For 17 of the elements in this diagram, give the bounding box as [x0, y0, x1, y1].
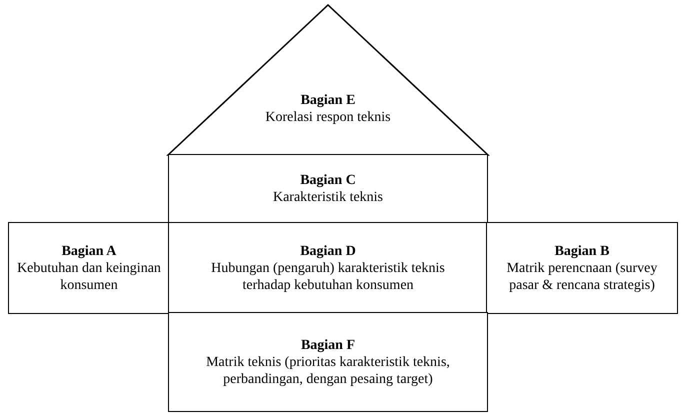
section-box: [486, 222, 678, 314]
section-heading: Bagian B: [554, 242, 610, 260]
section-description: Kebutuhan dan keinginan konsumen: [16, 260, 162, 294]
section-box: [168, 222, 488, 314]
section-box: [168, 312, 488, 412]
section-heading: Bagian F: [300, 336, 356, 354]
section-box: [168, 154, 488, 224]
section-heading: Bagian A: [62, 242, 116, 260]
section-heading: Bagian C: [300, 172, 356, 189]
section-box: [8, 222, 170, 314]
section-description: Hubungan (pengaruh) karakteristik teknis terhadap kebutuhan konsumen: [210, 260, 446, 294]
section-heading: Bagian E: [300, 92, 356, 109]
section-description: Karakteristik teknis: [272, 189, 384, 206]
section-heading: Bagian D: [300, 242, 356, 260]
section-description: Matrik perencnaan (survey pasar & rencana strategis): [506, 260, 658, 294]
section-description: Korelasi respon teknis: [265, 109, 391, 126]
section-description: Matrik teknis (prioritas karakteristik teknis, perbandingan, dengan pesaing target): [205, 354, 451, 388]
